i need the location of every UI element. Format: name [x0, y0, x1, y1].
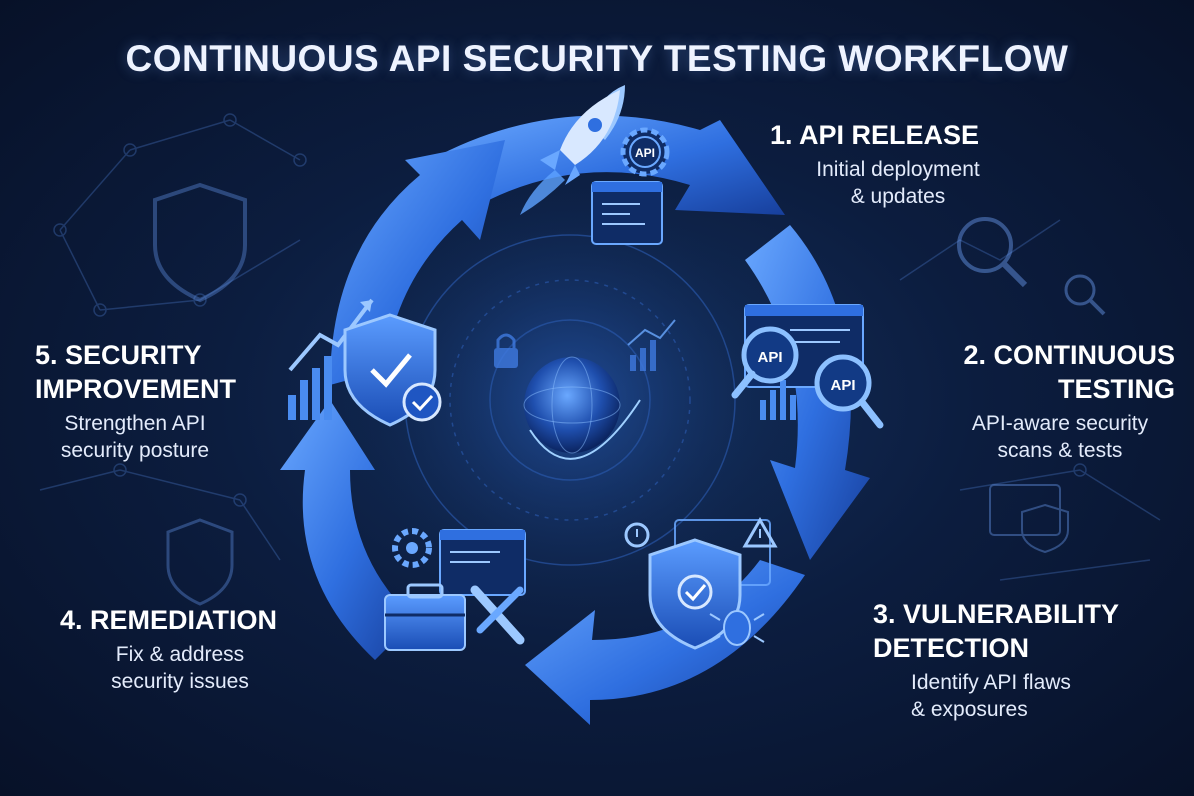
- globe-icon: [523, 356, 641, 460]
- bug-icon: [709, 610, 765, 646]
- api-label: API: [635, 146, 655, 160]
- alert-circle-icon: [624, 522, 650, 548]
- background-magnifier-icon: [957, 217, 1106, 316]
- background-bug-window-icon: [989, 484, 1069, 554]
- background-network: [39, 113, 1161, 581]
- toolbox-icon: [384, 583, 466, 651]
- step-3-heading: 3. VULNERABILITY DETECTION: [873, 599, 1120, 663]
- step-5-description: Strengthen API security posture: [60, 412, 210, 462]
- step-3-description: Identify API flaws & exposures: [911, 671, 1071, 721]
- lock-icon: [494, 333, 518, 368]
- diagram-title: CONTINUOUS API SECURITY TESTING WORKFLOW: [125, 38, 1069, 79]
- background-shield-icon: [153, 182, 247, 606]
- center-chart-icon: [627, 319, 676, 371]
- warning-icon: [742, 516, 778, 548]
- step-2-description: API-aware security scans & tests: [971, 412, 1149, 462]
- growth-chart-icon: [288, 298, 374, 420]
- gear-icon: API: [620, 127, 670, 177]
- arrow-release-to-testing: [430, 115, 785, 215]
- arrow-remediation-to-improvement: [280, 400, 415, 660]
- shield-check-icon: [648, 538, 742, 650]
- step-1-api-release: 1. API RELEASE Initial deployment & upda…: [770, 118, 1020, 210]
- step-4-remediation: 4. REMEDIATION Fix & address security is…: [60, 603, 320, 695]
- step-1-description: Initial deployment & updates: [816, 158, 980, 208]
- step-5-heading: 5. SECURITY IMPROVEMENT: [35, 340, 237, 404]
- step-5-security-improvement: 5. SECURITY IMPROVEMENT Strengthen API s…: [35, 338, 295, 464]
- gear-icon-remediation: [392, 528, 432, 568]
- svg-text:API: API: [830, 377, 855, 394]
- magnifier-icon-secondary: API: [814, 354, 884, 429]
- code-window-icon: [591, 181, 663, 245]
- svg-text:API: API: [757, 349, 782, 366]
- shield-check-icon-improvement: [343, 313, 442, 427]
- code-window-icon-remediation: [439, 529, 526, 596]
- rocket-icon: [520, 85, 625, 215]
- step-4-description: Fix & address security issues: [111, 643, 249, 693]
- step-2-continuous-testing: 2. CONTINUOUS TESTING API-aware security…: [905, 338, 1175, 464]
- step-1-heading: 1. API RELEASE: [770, 120, 980, 150]
- step-3-vulnerability-detection: 3. VULNERABILITY DETECTION Identify API …: [873, 597, 1173, 723]
- magnifier-icon: API: [731, 326, 799, 399]
- step-4-heading: 4. REMEDIATION: [60, 605, 278, 635]
- wrench-icon: [470, 585, 525, 645]
- step-2-heading: 2. CONTINUOUS TESTING: [963, 340, 1175, 404]
